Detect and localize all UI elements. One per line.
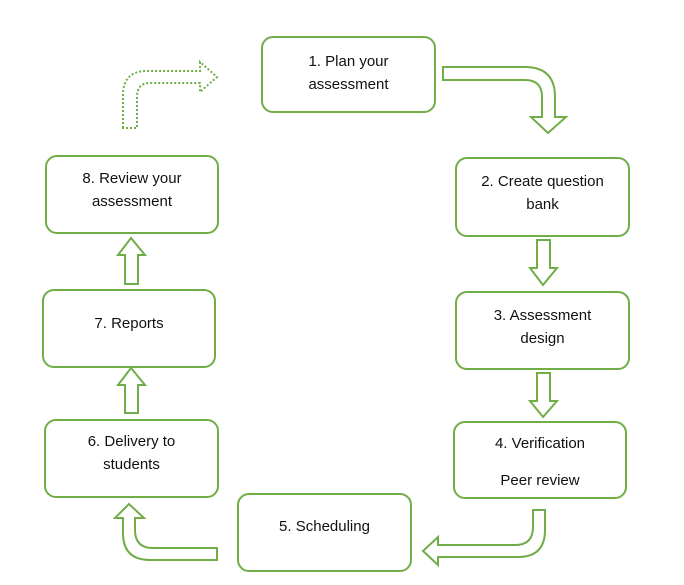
up-arrow-6-to-7	[115, 366, 148, 414]
step-8-review: 8. Review your assessment	[45, 155, 219, 234]
bent-arrow-1-to-2	[442, 66, 569, 135]
bent-arrow-5-to-6	[112, 502, 218, 561]
step-4-line1: 4. Verification	[494, 435, 586, 452]
step-1-line2: assessment	[308, 76, 389, 93]
step-8-line2: assessment	[91, 193, 173, 210]
step-6-delivery: 6. Delivery to students	[44, 419, 219, 498]
down-arrow-3-to-4	[527, 372, 560, 419]
down-arrow-2-to-3	[527, 239, 560, 287]
step-4-verification: 4. Verification Peer review	[453, 421, 627, 499]
step-2-question-bank: 2. Create question bank	[455, 157, 630, 237]
step-8-line1: 8. Review your	[82, 170, 182, 187]
step-6-line1: 6. Delivery to	[87, 433, 176, 450]
step-4-line2: Peer review	[500, 472, 580, 489]
step-7-reports: 7. Reports	[42, 289, 216, 368]
step-2-line1: 2. Create question	[481, 173, 604, 190]
step-1-plan: 1. Plan your assessment	[261, 36, 436, 113]
dotted-arrow-8-to-1	[122, 59, 219, 129]
step-5-scheduling: 5. Scheduling	[237, 493, 412, 572]
step-6-line2: students	[103, 456, 160, 473]
step-3-line2: design	[520, 330, 565, 347]
step-7-line1: 7. Reports	[94, 315, 164, 332]
step-2-line2: bank	[526, 196, 559, 213]
step-1-line1: 1. Plan your	[308, 53, 389, 70]
bent-arrow-4-to-5	[421, 509, 546, 568]
step-3-line1: 3. Assessment	[493, 307, 592, 324]
step-3-design: 3. Assessment design	[455, 291, 630, 370]
up-arrow-7-to-8	[115, 236, 148, 285]
step-5-line1: 5. Scheduling	[279, 518, 370, 535]
